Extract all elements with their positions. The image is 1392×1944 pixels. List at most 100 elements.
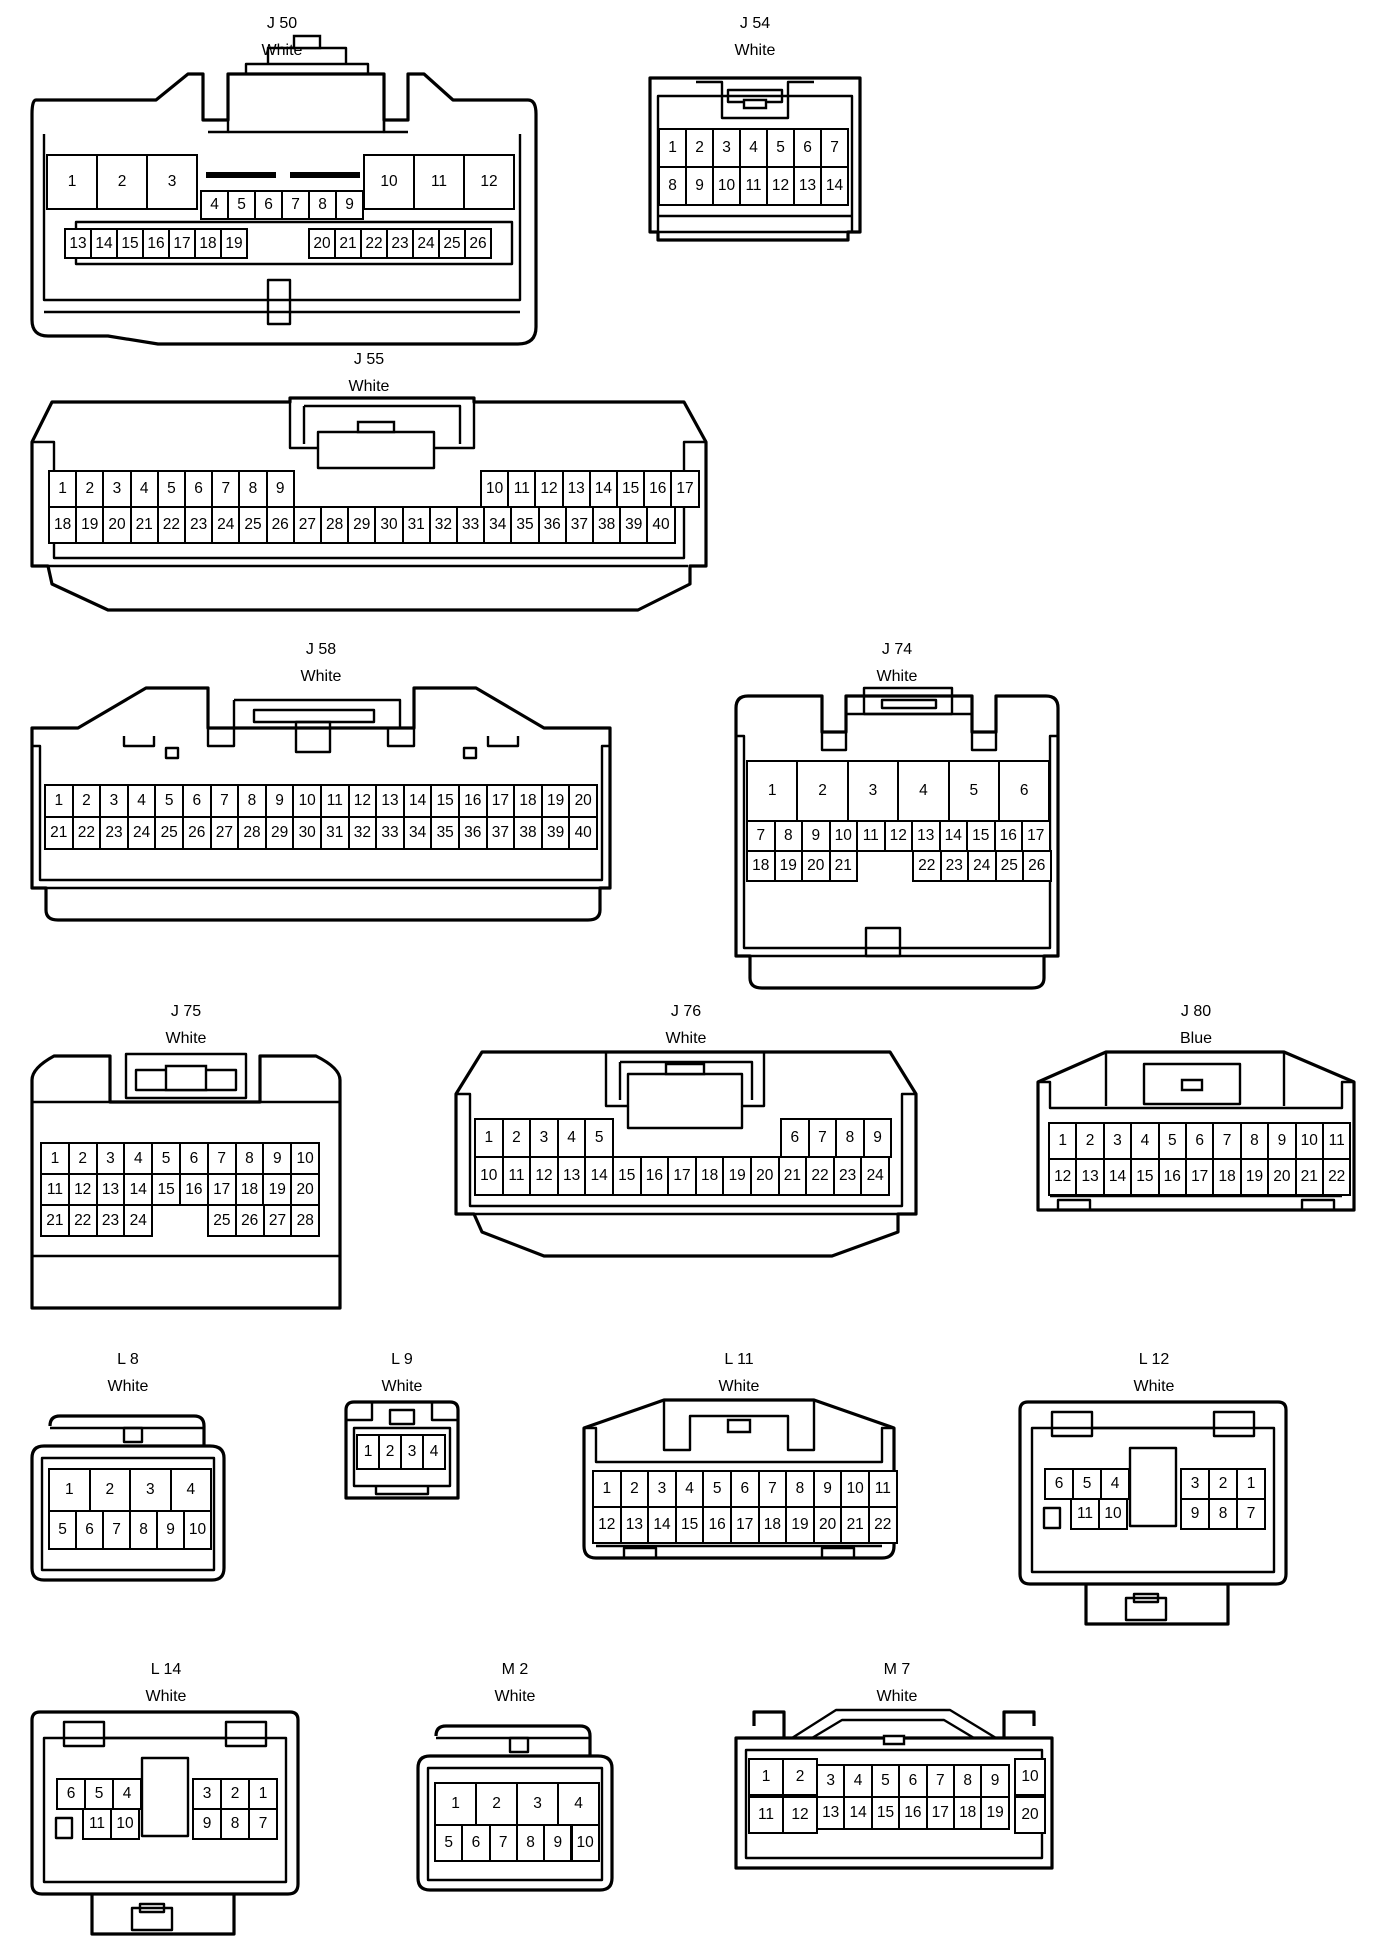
housing-outline bbox=[1180, 1078, 1204, 1092]
pin-cavity: 19 bbox=[540, 784, 571, 818]
housing-outline bbox=[266, 46, 348, 64]
pin-cavity: 8 bbox=[237, 784, 267, 818]
pin-cavity: 28 bbox=[320, 506, 350, 544]
pin-cavity: 12 bbox=[534, 470, 564, 508]
pin-cavity: 37 bbox=[564, 506, 594, 544]
pin-cavity: 22 bbox=[71, 816, 102, 850]
pin-cavity: 25 bbox=[207, 1204, 237, 1237]
pin-cavity: 20 bbox=[750, 1156, 780, 1196]
pin-cavity: 24 bbox=[123, 1204, 154, 1237]
housing-outline bbox=[228, 120, 386, 134]
pin-cavity: 11 bbox=[868, 1470, 898, 1508]
pin-cavity: 3 bbox=[95, 1142, 126, 1175]
pin-cavity: 12 bbox=[347, 784, 378, 818]
connector-name: J 80 bbox=[1180, 1003, 1212, 1020]
connector-color: White bbox=[145, 1688, 187, 1705]
housing-outline bbox=[1132, 1592, 1160, 1604]
housing-outline bbox=[1056, 1198, 1092, 1210]
housing-outline bbox=[206, 172, 276, 178]
pin-cavity: 22 bbox=[912, 850, 942, 882]
housing-outline bbox=[122, 736, 156, 748]
pin-cavity: 7 bbox=[1236, 1498, 1266, 1530]
housing-outline bbox=[1042, 1506, 1062, 1530]
connector-label: J 80 Blue bbox=[1034, 998, 1358, 1052]
pin-cavity: 8 bbox=[220, 1808, 250, 1840]
pin-cavity: 22 bbox=[156, 506, 186, 544]
pin-cavity: 6 bbox=[179, 1142, 209, 1175]
pin-cavity: 18 bbox=[194, 228, 222, 259]
pin-cavity: 22 bbox=[805, 1156, 835, 1196]
housing-outline bbox=[416, 1754, 614, 1892]
housing-outline bbox=[604, 1052, 766, 1108]
pin-cavity: 5 bbox=[1157, 1122, 1187, 1160]
pin-cavity: 14 bbox=[820, 166, 849, 206]
pin-cavity: 6 bbox=[254, 190, 283, 220]
pin-cavity: 15 bbox=[430, 784, 460, 818]
pin-cavity: 19 bbox=[1239, 1158, 1270, 1196]
pin-cavity: 16 bbox=[639, 1156, 670, 1196]
pin-cavity: 19 bbox=[980, 1796, 1010, 1830]
connector-color: White bbox=[734, 42, 776, 59]
pin-cavity: 15 bbox=[151, 1173, 181, 1206]
pin-cavity: 12 bbox=[1048, 1158, 1078, 1196]
pin-cavity: 23 bbox=[386, 228, 414, 259]
pin-cavity: 11 bbox=[1322, 1122, 1352, 1160]
housing-outline bbox=[726, 1418, 752, 1434]
pin-cavity: 16 bbox=[993, 820, 1023, 852]
pin-cavity: 6 bbox=[998, 760, 1051, 822]
pin-cavity: 10 bbox=[570, 1824, 600, 1862]
housing-outline bbox=[140, 1756, 190, 1838]
pin-cavity: 13 bbox=[561, 470, 591, 508]
housing-outline bbox=[752, 1710, 786, 1738]
housing-outline bbox=[1084, 1584, 1230, 1626]
pin-cavity: 16 bbox=[898, 1796, 928, 1830]
pin-cavity: 9 bbox=[262, 1142, 293, 1175]
pin-cavity: 16 bbox=[179, 1173, 209, 1206]
pin-cavity: 27 bbox=[292, 506, 322, 544]
connector-name: J 50 bbox=[266, 15, 298, 32]
pin-cavity: 8 bbox=[785, 1470, 815, 1508]
housing-outline bbox=[456, 1092, 916, 1208]
pin-cavity: 10 bbox=[1294, 1122, 1324, 1160]
housing-outline bbox=[1038, 1080, 1354, 1110]
pin-cavity: 1 bbox=[40, 1142, 70, 1175]
pin-cavity: 21 bbox=[1294, 1158, 1324, 1196]
pin-cavity: 23 bbox=[184, 506, 214, 544]
pin-cavity: 10 bbox=[840, 1470, 870, 1508]
housing-outline bbox=[742, 98, 768, 110]
pin-cavity: 18 bbox=[48, 506, 78, 544]
pin-cavity: 9 bbox=[801, 820, 831, 852]
pin-cavity: 19 bbox=[262, 1173, 293, 1206]
housing-outline bbox=[356, 420, 396, 434]
pin-cavity: 26 bbox=[234, 1204, 265, 1237]
pin-cavity: 33 bbox=[456, 506, 486, 544]
pin-cavity: 28 bbox=[237, 816, 267, 850]
pin-cavity: 16 bbox=[458, 784, 488, 818]
pin-cavity: 16 bbox=[142, 228, 170, 259]
housing-outline bbox=[206, 728, 236, 748]
pin-cavity: 36 bbox=[458, 816, 488, 850]
connector-name: J 58 bbox=[305, 641, 337, 658]
housing-outline bbox=[864, 926, 902, 958]
pin-cavity: 39 bbox=[540, 816, 571, 850]
pin-cavity: 20 bbox=[1014, 1796, 1046, 1834]
pin-cavity: 40 bbox=[646, 506, 676, 544]
connector-housing bbox=[1036, 1050, 1356, 1212]
housing-outline bbox=[696, 80, 814, 120]
housing-outline bbox=[434, 1724, 592, 1756]
housing-outline bbox=[1142, 1062, 1242, 1106]
connector-color: Blue bbox=[1179, 1030, 1213, 1047]
pin-cavity: 1 bbox=[48, 470, 78, 508]
pin-cavity: 8 bbox=[773, 820, 803, 852]
pin-cavity: 10 bbox=[363, 154, 415, 210]
pin-cavity: 1 bbox=[248, 1778, 278, 1810]
connector-color: White bbox=[718, 1378, 760, 1395]
housing-outline bbox=[1212, 1410, 1256, 1438]
